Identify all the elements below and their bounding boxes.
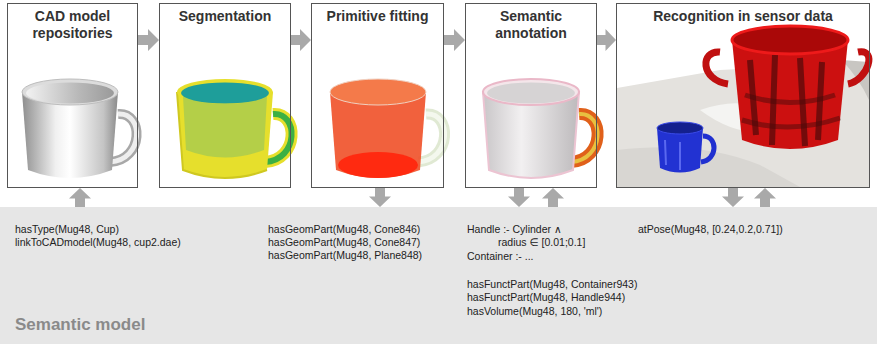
fact-text: linkToCADmodel(Mug48, cup2.dae) bbox=[15, 236, 181, 249]
illustration-shape bbox=[330, 79, 426, 105]
stage-box: CAD model repositories bbox=[7, 3, 138, 188]
illustration-shape bbox=[177, 92, 267, 178]
illustration-shape bbox=[732, 40, 848, 149]
fact-text: atPose(Mug48, [0.24,0.2,0.71]) bbox=[638, 223, 783, 236]
fact-text: hasFunctPart(Mug48, Handle944) bbox=[467, 291, 625, 304]
fact-text: hasType(Mug48, Cup) bbox=[15, 223, 119, 236]
illustration-shape bbox=[848, 52, 869, 84]
illustration-shape bbox=[657, 122, 703, 134]
illustration-shape bbox=[742, 95, 840, 127]
illustration-shape bbox=[665, 140, 680, 170]
flow-arrow bbox=[508, 188, 530, 207]
flow-arrow bbox=[369, 188, 391, 207]
box-title: Semantic annotation bbox=[466, 4, 596, 42]
semantic-model-band: Semantic model hasType(Mug48, Cup)linkToC… bbox=[0, 207, 877, 344]
fact-text: hasVolume(Mug48, 180, 'ml') bbox=[467, 305, 602, 318]
fact-text: hasGeomPart(Mug48, Cone846) bbox=[268, 223, 420, 236]
stage-box: Segmentation bbox=[159, 3, 291, 188]
illustration-shape bbox=[657, 128, 703, 173]
illustration-shape bbox=[701, 136, 714, 162]
fact-text: radius ∈ [0.01;0.1] bbox=[498, 236, 585, 249]
illustration-shape bbox=[183, 96, 267, 158]
stage-box: Semantic annotation bbox=[465, 3, 597, 188]
illustration-shape bbox=[483, 79, 579, 105]
fact-text: hasGeomPart(Mug48, Plane848) bbox=[268, 249, 422, 262]
flow-arrow bbox=[138, 29, 159, 51]
fact-text: Handle :- Cylinder ∧ bbox=[467, 223, 562, 236]
illustration-shape bbox=[26, 83, 114, 104]
illustration-shape bbox=[177, 92, 273, 178]
flow-arrow bbox=[444, 29, 465, 51]
flow-arrow bbox=[69, 188, 91, 207]
flow-arrow bbox=[291, 29, 311, 51]
illustration-shape bbox=[617, 147, 800, 187]
illustration-shape bbox=[338, 152, 418, 178]
fact-text: hasGeomPart(Mug48, Cone847) bbox=[268, 236, 420, 249]
box-title: Recognition in sensor data bbox=[617, 4, 869, 25]
band-title: Semantic model bbox=[15, 315, 145, 335]
illustration-shape bbox=[22, 79, 118, 105]
box-title: Primitive fitting bbox=[312, 4, 443, 25]
stage-box: Primitive fitting bbox=[311, 3, 444, 188]
flow-arrow bbox=[722, 188, 744, 207]
fact-text: hasFunctPart(Mug48, Container943) bbox=[467, 278, 637, 291]
fact-text: Container :- ... bbox=[467, 250, 534, 263]
illustration-shape bbox=[487, 83, 575, 104]
box-title: Segmentation bbox=[160, 4, 290, 25]
flow-arrow bbox=[597, 29, 616, 51]
illustration-shape bbox=[732, 26, 848, 54]
illustration-shape bbox=[706, 52, 728, 84]
box-title: CAD model repositories bbox=[8, 4, 137, 42]
flow-arrow bbox=[754, 188, 776, 207]
stage-box: Recognition in sensor data bbox=[616, 3, 870, 188]
flow-arrow bbox=[542, 188, 564, 207]
